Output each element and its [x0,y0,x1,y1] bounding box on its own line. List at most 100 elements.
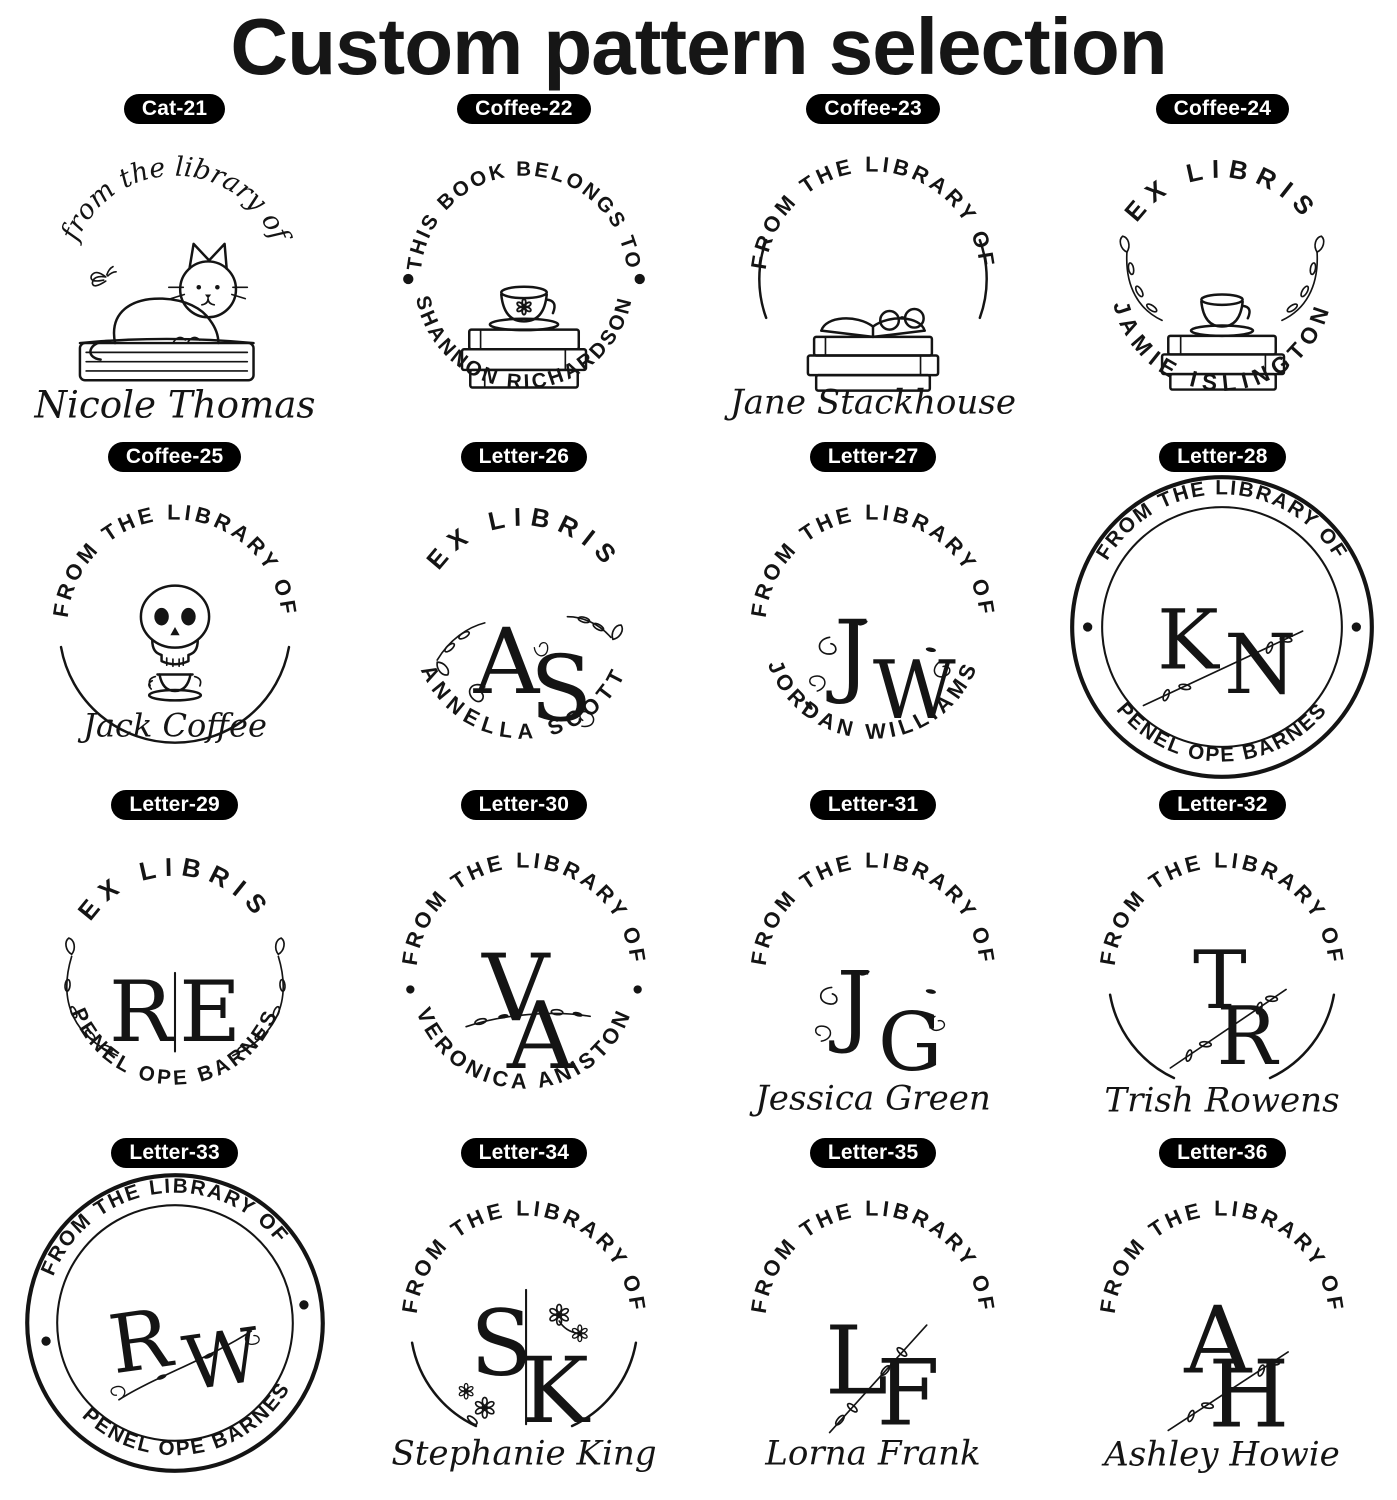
flower-decor-icon [458,1305,587,1427]
stamp-card: Coffee-22 THIS BOOK BELONGS TO [349,90,698,438]
stamp-card: Coffee-23 FROM THE LIBRARY OF [699,90,1048,438]
stamp-variant-label: Coffee-24 [1155,94,1290,125]
stamp-variant-label: Letter-33 [111,1138,238,1169]
owner-name: Trish Rowens [1105,1081,1340,1121]
stamp-card: Letter-35 FROM THE LIBRARY OF L F Lorna … [699,1134,1048,1482]
stamp-variant-label: Cat-21 [123,94,226,125]
monogram-letter-2: K [521,1340,591,1445]
arc-top-text: FROM THE LIBRARY OF [746,848,1000,967]
monogram-letter-2: R [1217,990,1280,1084]
stamp-card: Letter-34 FROM THE LIBRARY OF [349,1134,698,1482]
arc-top-text: FROM THE LIBRARY OF [26,1168,295,1281]
side-dot-icon [1352,622,1362,633]
seal-border [24,1173,325,1474]
side-dot-icon [406,985,415,994]
stamp-letter-29: EX LIBRIS R [63,854,286,1090]
stamp-coffee-22: THIS BOOK BELONGS TO [402,158,645,394]
stamp-coffee-25: FROM THE LIBRARY OF Jack Coffee [47,500,301,745]
side-dot-icon [634,274,645,285]
wreath-decor-icon [63,936,286,1057]
circle-border-arc [410,1341,638,1428]
owner-name: Jessica Green [749,1079,991,1119]
arc-top-text: from the library of [54,152,297,249]
branch-decor-icon [1169,989,1288,1070]
stamp-letter-34: FROM THE LIBRARY OF S K Stephanie [391,1196,656,1474]
monogram-letter-1: K [1157,593,1220,689]
owner-name: Lorna Frank [764,1434,980,1474]
arc-top-text: FROM THE LIBRARY OF [47,500,301,619]
branch-decor-icon [406,985,642,1028]
stamp-variant-label: Coffee-23 [806,94,940,125]
stamp-letter-35: FROM THE LIBRARY OF L F Lorna Frank [746,1196,997,1474]
tilted-seal: FROM THE LIBRARY OF R W PENEL OPE BARNES [24,1168,325,1475]
monogram-letter-1: S [470,1292,532,1397]
stamp-coffee-24: EX LIBRIS [1108,156,1336,397]
stamp-letter-28: FROM THE LIBRARY OF K N PENEL OPE BARNES [1070,475,1375,780]
arc-top-text: EX LIBRIS [1120,156,1324,228]
stamp-variant-label: Letter-29 [111,790,238,821]
stamp-card: Letter-32 FROM THE LIBRARY OF T R Trish [1048,786,1397,1134]
stamp-variant-label: Letter-26 [460,442,588,473]
vine-decor-icon [108,1330,261,1402]
side-dot-icon [633,985,642,994]
stamp-card: Coffee-24 EX LIBRIS [1048,90,1397,438]
stamp-card: Letter-27 FROM THE LIBRARY OF J W [699,438,1048,786]
stamp-card: Letter-36 FROM THE LIBRARY OF A H Ashley… [1048,1134,1397,1482]
stamp-variant-label: Coffee-25 [107,442,242,473]
stamp-variant-label: Letter-28 [1159,442,1286,473]
arc-top-text: FROM THE LIBRARY OF [746,500,1000,619]
stamp-variant-label: Letter-31 [809,790,937,821]
monogram-letter-2: F [877,1342,940,1447]
monogram-letter-1: R [103,1292,178,1394]
branch-decor-icon [1167,1351,1290,1432]
owner-name: Nicole Thomas [33,383,315,427]
stamp-letter-26: EX LIBRIS A S ANNELLA SCOT [416,504,626,745]
monogram-letter-2: A [506,982,576,1090]
stamp-letter-31: FROM THE LIBRARY OF J G Jessica Green [746,848,1000,1119]
sprig-left-icon [1118,234,1164,322]
owner-name: Jane Stackhouse [724,383,1016,423]
stamp-variant-label: Letter-32 [1159,790,1286,821]
cat-on-book-illustration [78,243,255,382]
seal-border [1070,475,1375,780]
stamp-cat-21: from the library of [33,152,315,427]
stamp-variant-label: Letter-27 [809,442,937,473]
stamp-card: Letter-30 FROM THE LIBRARY OF V [349,786,698,1134]
stamp-card: Cat-21 from the library of [0,90,349,438]
branch-decor-icon [1143,630,1304,707]
stamp-coffee-23: FROM THE LIBRARY OF Jane Stackhouse [724,152,1016,423]
monogram-letter-2: S [530,637,592,742]
circle-border-arc [59,646,290,745]
monogram-letter-1: T [1193,934,1247,1028]
stamp-letter-30: FROM THE LIBRARY OF V A VERONICA ANISTON [397,848,648,1094]
stamp-letter-33: FROM THE LIBRARY OF R W PENEL OPE BARNES [24,1168,325,1475]
stamp-card: Coffee-25 FROM THE LIBRARY OF [0,438,349,786]
stamp-variant-label: Letter-35 [809,1138,937,1169]
monogram-letter-2: N [1224,618,1296,714]
owner-name: Stephanie King [391,1434,656,1474]
monogram-letter-2: W [178,1311,266,1408]
arc-top-text: FROM THE LIBRARY OF [746,152,1000,271]
arc-bottom-text: JAMIE ISLINGTON [1108,298,1336,397]
coffee-books-sprigs-illustration [1118,234,1327,392]
books-glasses-illustration [758,239,988,393]
flower-icon [516,300,531,316]
stamp-letter-27: FROM THE LIBRARY OF J W JORDAN WILLIAMS [746,500,1000,745]
stamp-letter-36: FROM THE LIBRARY OF A H Ashley Howie [1095,1196,1346,1475]
page-title: Custom pattern selection [230,2,1167,91]
arc-top-text: THIS BOOK BELONGS TO [403,158,645,272]
side-dot-icon [402,274,414,285]
stamp-variant-label: Coffee-22 [457,94,591,125]
monogram-letter-1: L [825,1307,888,1417]
side-dot-icon [1083,622,1093,633]
stamp-card: Letter-26 EX LIBRIS [349,438,698,786]
monogram-letter-2: W [873,644,956,738]
arc-top-text: EX LIBRIS [422,504,626,576]
stamp-variant-label: Letter-34 [460,1138,588,1169]
skull-coffee-illustration [59,584,290,745]
circle-border-arc [1109,993,1336,1080]
stamp-card: Letter-33 FROM THE LIBRARY OF [0,1134,349,1482]
pattern-grid: Cat-21 from the library of [0,90,1397,1482]
floral-decor-icon [433,615,626,729]
